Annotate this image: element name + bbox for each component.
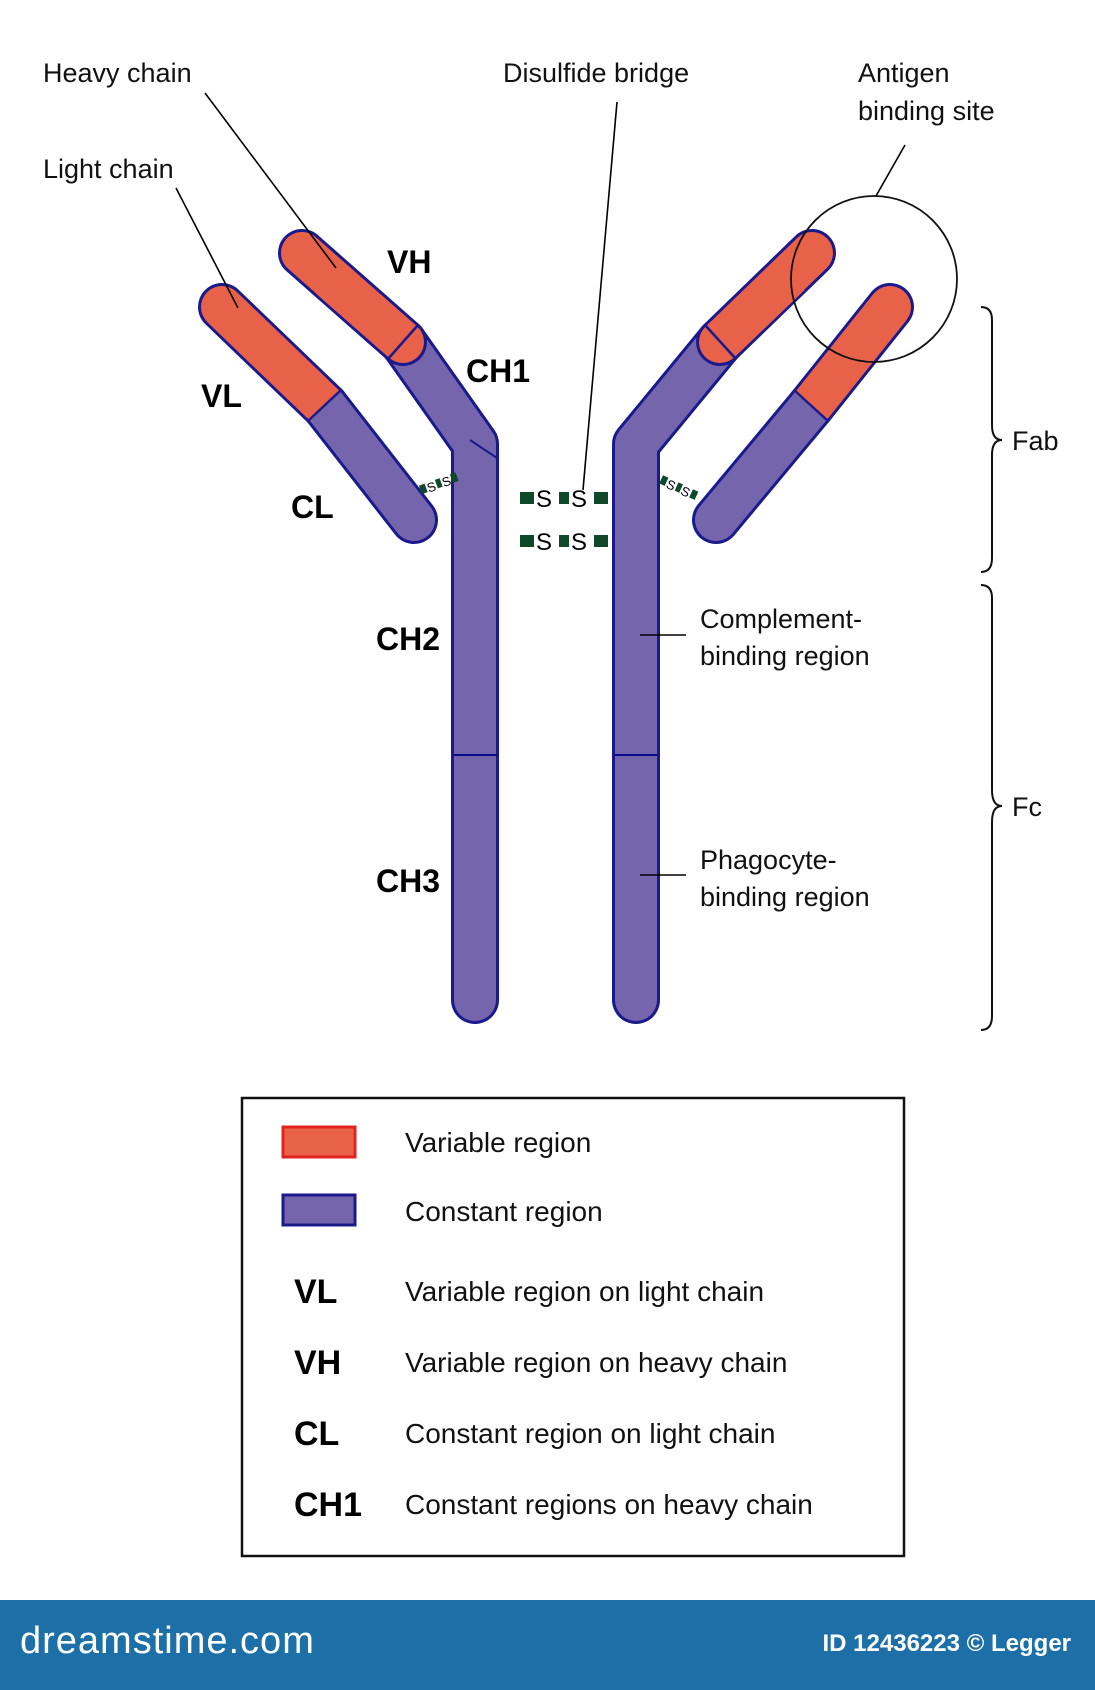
- legend-abbr: CH1: [294, 1486, 362, 1524]
- footer-brand-logo[interactable]: dreamstime.com: [20, 1620, 315, 1662]
- right-heavy-chain: [612, 229, 836, 1024]
- legend: Variable region Constant region VL Varia…: [240, 1096, 906, 1558]
- leader-heavy-chain: [204, 92, 337, 269]
- fab-label: Fab: [1012, 426, 1059, 456]
- antigen-label-line2: binding site: [858, 96, 995, 126]
- complement-label-line1: Complement-: [700, 604, 862, 634]
- footer-image-id: ID 12436223 © Legger: [822, 1630, 1071, 1657]
- segment-ch3-label: CH3: [376, 863, 440, 899]
- legend-item-text: Constant region: [405, 1196, 603, 1227]
- phagocyte-label-line2: binding region: [700, 882, 870, 912]
- antigen-label-line1: Antigen: [858, 58, 950, 88]
- leader-antigen: [875, 144, 906, 197]
- left-heavy-chain: [278, 229, 499, 1024]
- segment-vl-label: VL: [201, 378, 242, 414]
- heavy-chain-label: Heavy chain: [43, 58, 192, 88]
- disulfide-bridge-label: Disulfide bridge: [503, 58, 689, 88]
- segment-ch2-label: CH2: [376, 621, 440, 657]
- light-chain-label: Light chain: [43, 154, 174, 184]
- complement-label-line2: binding region: [700, 641, 870, 671]
- bond-sulfur: S: [536, 529, 552, 556]
- segment-cl-label: CL: [291, 489, 334, 525]
- right-light-chain: [692, 283, 914, 544]
- antigen-binding-circle: [790, 195, 958, 363]
- bond-sulfur: S: [536, 486, 552, 513]
- legend-item-text: Variable region on light chain: [405, 1276, 764, 1307]
- legend-item-text: Variable region on heavy chain: [405, 1347, 787, 1378]
- light-heavy-disulfide-right: S S: [659, 475, 699, 501]
- legend-abbr: VL: [294, 1273, 337, 1311]
- diagram-canvas: S S S S S S S S Heavy chain Light ch: [43, 58, 1059, 1558]
- legend-swatch-variable: [281, 1125, 357, 1159]
- legend-swatch-constant: [281, 1193, 357, 1227]
- bond-sulfur: S: [571, 486, 587, 513]
- hinge-disulfide-bonds: S S S S: [520, 486, 608, 556]
- legend-abbr: CL: [294, 1415, 339, 1453]
- footer-bar: dreamstime.com ID 12436223 © Legger: [0, 1600, 1095, 1690]
- legend-abbr: VH: [294, 1344, 341, 1382]
- legend-item-text: Constant region on light chain: [405, 1418, 775, 1449]
- segment-ch1-label: CH1: [466, 353, 530, 389]
- fab-brace: [980, 306, 1003, 573]
- legend-item-text: Constant regions on heavy chain: [405, 1489, 813, 1520]
- phagocyte-label-line1: Phagocyte-: [700, 845, 837, 875]
- leader-light-chain: [175, 187, 239, 309]
- left-light-chain: [198, 283, 438, 544]
- legend-box: [240, 1096, 906, 1558]
- leader-disulfide-bridge: [582, 101, 618, 491]
- legend-item-text: Variable region: [405, 1127, 591, 1158]
- bond-sulfur: S: [571, 529, 587, 556]
- segment-vh-label: VH: [387, 244, 431, 280]
- fc-brace: [980, 584, 1003, 1031]
- fc-label: Fc: [1012, 792, 1042, 822]
